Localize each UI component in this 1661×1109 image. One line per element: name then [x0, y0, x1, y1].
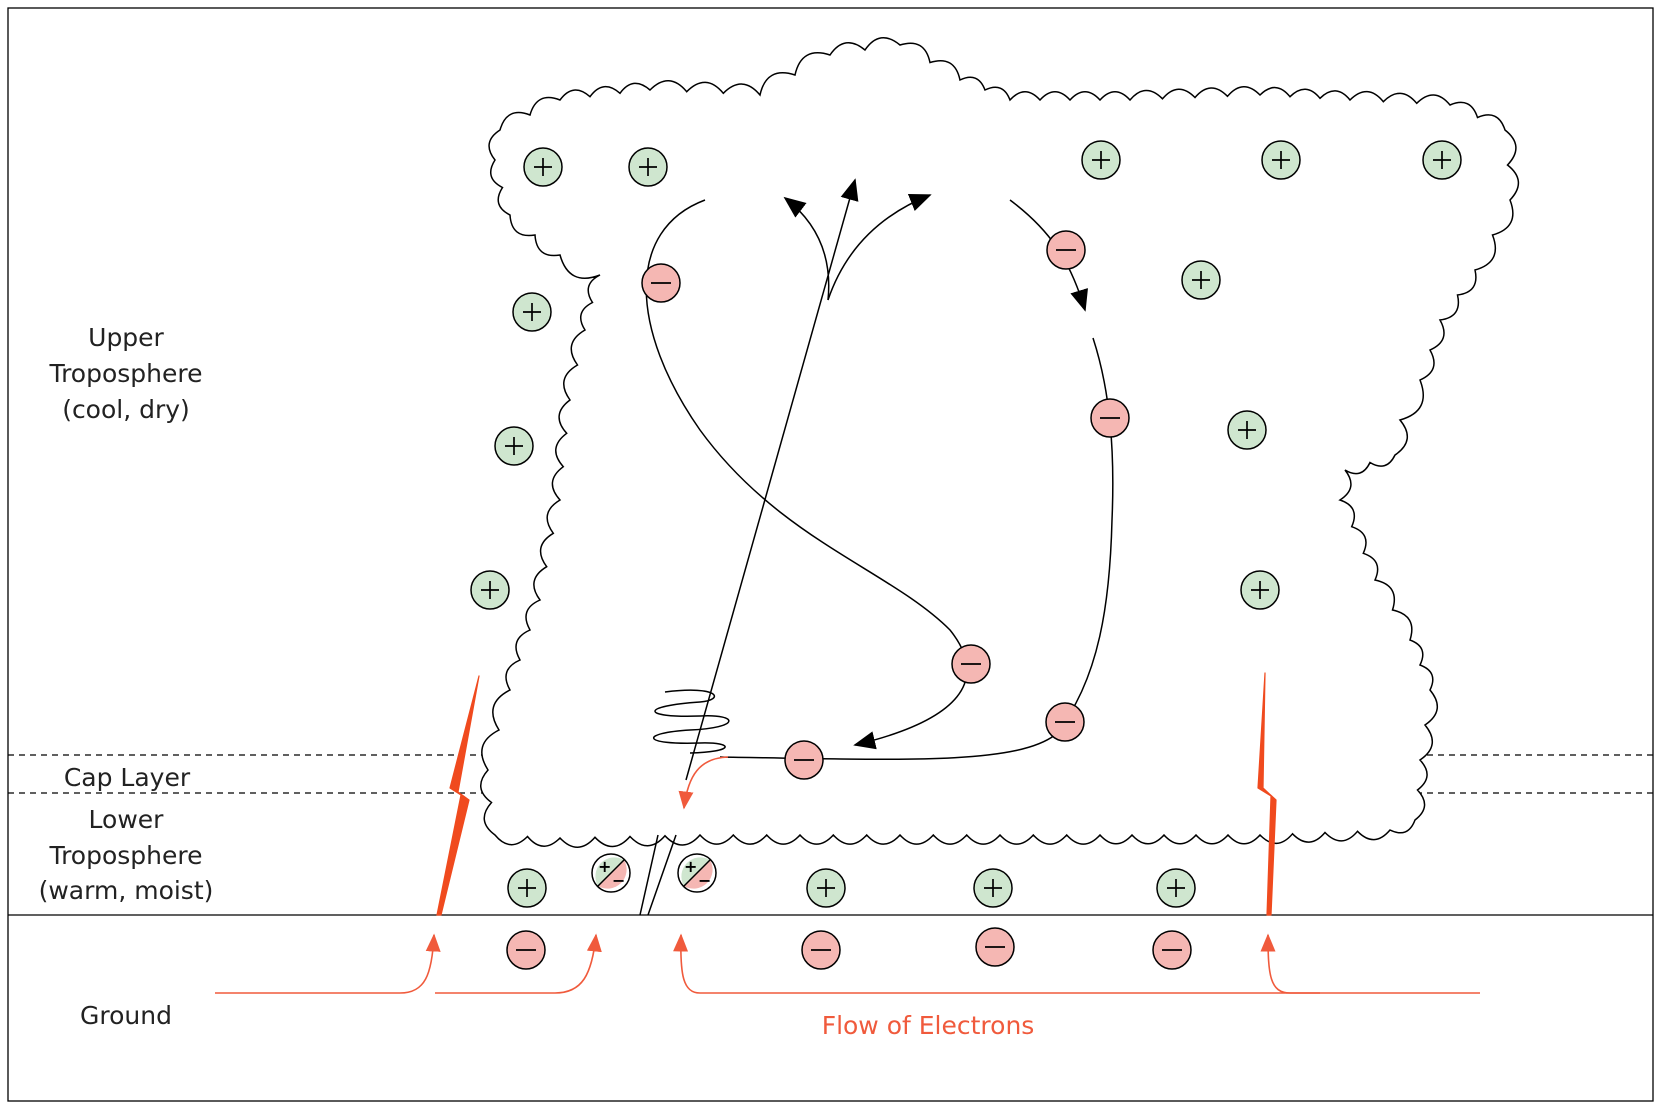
flow-of-electrons-label: Flow of Electrons: [822, 1011, 1035, 1040]
positive-charge: [1261, 140, 1301, 180]
positive-charge: [470, 570, 510, 610]
positive-charge: [973, 868, 1013, 908]
positive-charge: [494, 426, 534, 466]
lower-troposphere-label-line-3: (warm, moist): [39, 876, 214, 905]
positive-charge: [628, 147, 668, 187]
electron-flow-path-2: [435, 933, 602, 994]
negative-charge: [1045, 702, 1085, 742]
polarized-charge-circle: [591, 853, 631, 893]
negative-charge: [1046, 230, 1086, 270]
ground-label: Ground: [80, 1001, 172, 1030]
polarized-positive-half: [595, 857, 624, 886]
positive-charge: [806, 868, 846, 908]
upper-troposphere-label-line-3: (cool, dry): [62, 395, 190, 424]
positive-charge: [512, 292, 552, 332]
lightning-bolt-right: [1257, 672, 1277, 916]
layer-labels: Upper Troposphere (cool, dry) Cap Layer …: [39, 323, 1035, 1040]
negative-charge: [784, 740, 824, 780]
positive-charge: [1227, 410, 1267, 450]
lightning-bolts: [436, 672, 1277, 916]
charges: +−+−: [470, 140, 1462, 970]
positive-charge: [1156, 868, 1196, 908]
polarized-divider: [597, 859, 625, 887]
upper-troposphere-label-line-1: Upper: [88, 323, 164, 352]
polarized-positive-half: [681, 857, 710, 886]
negative-charge: [1152, 930, 1192, 970]
leader-line-left: [639, 834, 659, 916]
electron-flow-arrows: [215, 756, 1480, 994]
positive-charge: [507, 868, 547, 908]
polarized-divider: [683, 859, 711, 887]
polarized-charge: +−: [677, 853, 717, 893]
cap-layer-label: Cap Layer: [64, 763, 191, 792]
positive-charge: [1240, 570, 1280, 610]
positive-charge: [523, 147, 563, 187]
polarized-negative-half: [684, 860, 713, 889]
updraft-main-line: [685, 178, 859, 781]
updraft-spiral: [653, 689, 730, 754]
electron-flow-into-cloud: [678, 756, 729, 810]
negative-charge: [641, 263, 681, 303]
lower-troposphere-label-line-1: Lower: [89, 805, 165, 834]
negative-charge: [1090, 398, 1130, 438]
polarized-negative-half: [598, 860, 627, 889]
polarized-minus-sign: −: [698, 871, 711, 890]
polarized-plus-sign: +: [684, 857, 697, 876]
positive-charge: [1081, 140, 1121, 180]
leader-line-right: [647, 834, 677, 916]
diagram-frame: [7, 7, 1654, 1102]
updraft-right-branch: [827, 193, 932, 301]
lower-troposphere-label-line-2: Troposphere: [48, 841, 202, 870]
negative-charge: [801, 930, 841, 970]
polarized-charge: +−: [591, 853, 631, 893]
negative-charge: [506, 930, 546, 970]
negative-charge: [975, 927, 1015, 967]
electron-flow-path-3: [673, 933, 1320, 994]
cloud-outline: [480, 37, 1520, 849]
positive-charge: [1181, 260, 1221, 300]
electron-flow-path-1: [215, 933, 441, 994]
updraft-left-branch: [783, 196, 830, 301]
electron-flow-path-4: [1260, 933, 1480, 994]
thunderstorm-cloud: [480, 37, 1520, 849]
polarized-plus-sign: +: [598, 857, 611, 876]
lightning-bolt-left: [436, 675, 480, 916]
negative-charge: [951, 644, 991, 684]
upper-troposphere-label-line-2: Troposphere: [48, 359, 202, 388]
positive-charge: [1422, 140, 1462, 180]
polarized-charge-circle: [677, 853, 717, 893]
leader-channel: [639, 834, 677, 916]
polarized-minus-sign: −: [612, 871, 625, 890]
